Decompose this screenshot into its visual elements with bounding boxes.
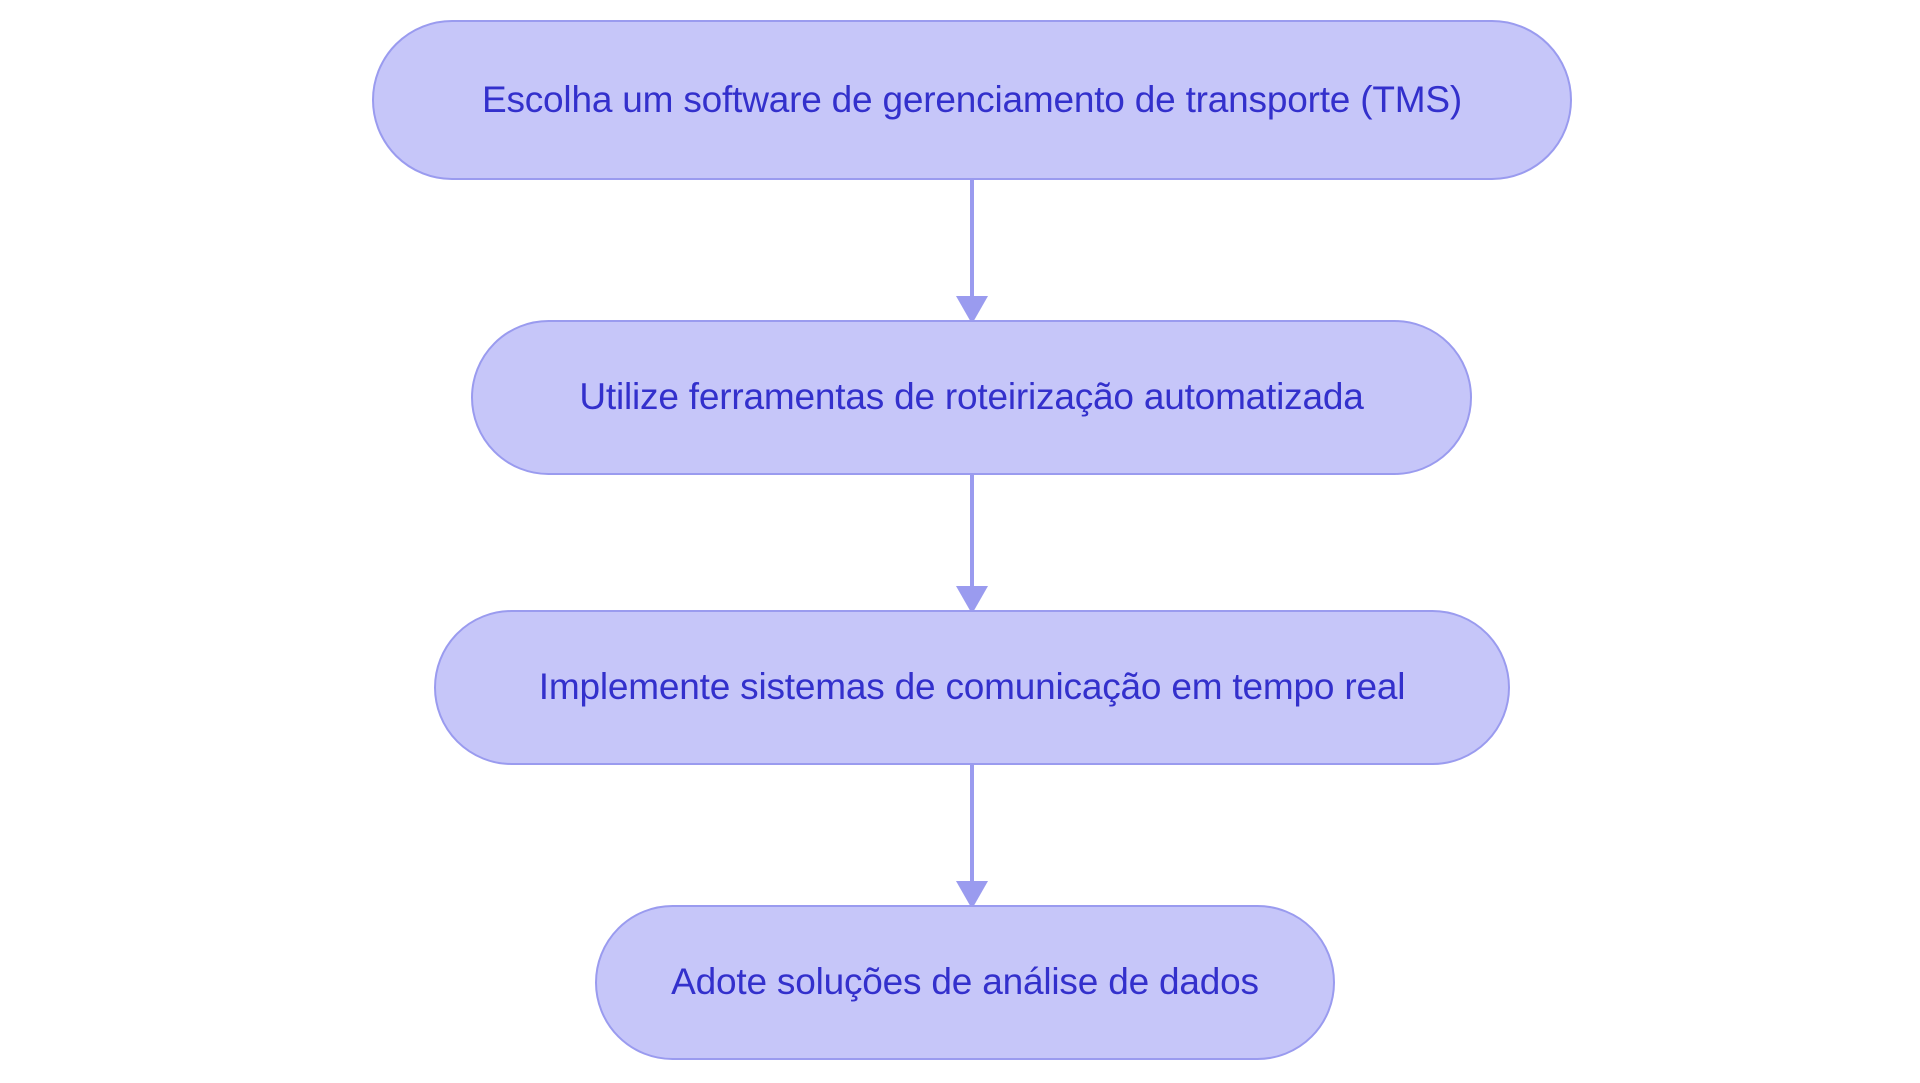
flow-node-label: Escolha um software de gerenciamento de … bbox=[481, 78, 1463, 120]
flow-node-label: Implemente sistemas de comunicação em te… bbox=[538, 666, 1406, 708]
edge-2-arrowhead bbox=[956, 586, 988, 614]
flow-edge-2 bbox=[956, 473, 988, 614]
flow-node-choose-tms[interactable]: Escolha um software de gerenciamento de … bbox=[372, 20, 1572, 180]
flow-node-realtime-communication[interactable]: Implemente sistemas de comunicação em te… bbox=[434, 610, 1510, 765]
flow-node-label: Utilize ferramentas de roteirização auto… bbox=[579, 376, 1364, 418]
edge-1-arrowhead bbox=[956, 296, 988, 324]
flow-node-data-analytics[interactable]: Adote soluções de análise de dados bbox=[595, 905, 1335, 1060]
flow-edge-3 bbox=[956, 763, 988, 909]
flow-node-automated-routing[interactable]: Utilize ferramentas de roteirização auto… bbox=[471, 320, 1472, 475]
edge-3-arrowhead bbox=[956, 881, 988, 909]
flow-node-label: Adote soluções de análise de dados bbox=[671, 961, 1259, 1003]
flow-edge-1 bbox=[956, 178, 988, 324]
